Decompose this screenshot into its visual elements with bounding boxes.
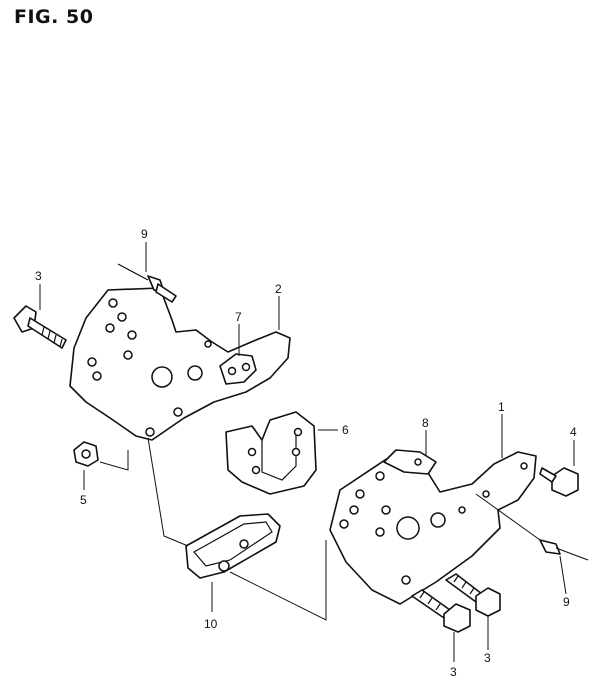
- callout-9-right: 9: [563, 595, 570, 609]
- mount-tab-8: [383, 449, 437, 475]
- spacer-plate-7: [219, 353, 257, 385]
- figure-title: FIG. 50: [14, 6, 94, 28]
- callout-4: 4: [570, 425, 577, 439]
- callout-10: 10: [204, 617, 218, 631]
- guide-block-10: [185, 513, 281, 579]
- rivet-pin-9-right: [539, 539, 589, 561]
- callout-7: 7: [235, 310, 242, 324]
- callout-8: 8: [422, 416, 429, 430]
- callout-3-top: 3: [35, 269, 42, 283]
- callout-9-top: 9: [141, 227, 148, 241]
- callout-6: 6: [342, 423, 349, 437]
- callout-3-bottom-right: 3: [484, 651, 491, 665]
- callout-labels: 3 9 2 7 6 5 8 1 4 9 10 3 3: [35, 227, 577, 679]
- bracket-plate-upper: [69, 287, 291, 441]
- nut-5: [73, 441, 99, 467]
- bolt-3-bottom-right: [445, 573, 501, 617]
- bolt-3-top: [13, 305, 67, 349]
- bracket-plate-lower: [329, 451, 537, 605]
- callout-5: 5: [80, 493, 87, 507]
- leader-lines: [39, 242, 575, 662]
- callout-1: 1: [498, 400, 505, 414]
- callout-2: 2: [275, 282, 282, 296]
- bridge-block-6: [225, 411, 317, 495]
- bolt-4: [539, 467, 579, 497]
- callout-3-bottom-left: 3: [450, 665, 457, 679]
- bolt-3-bottom-left: [411, 589, 471, 633]
- rivet-pin-9-top: [117, 263, 177, 303]
